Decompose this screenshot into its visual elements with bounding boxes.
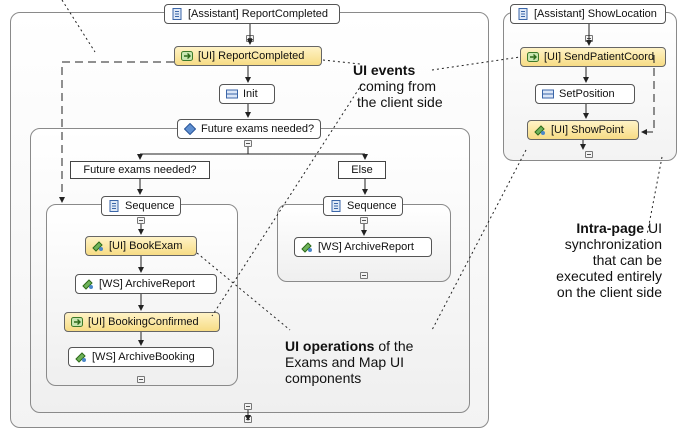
right-sequence-title: Sequence [347, 200, 397, 212]
dashed-link-lines [59, 55, 655, 203]
future-exams-decision-node[interactable]: Future exams needed? [177, 119, 321, 139]
intra-line: executed entirely [556, 268, 662, 284]
ws-operation-icon [301, 241, 313, 253]
intra-page-annotation: Intra-page UI synchronization that can b… [520, 220, 662, 300]
decision-diamond-icon [183, 122, 197, 136]
branch-else-label: Else [338, 161, 386, 179]
ui-show-point-label: [UI] ShowPoint [551, 124, 624, 136]
init-node[interactable]: Init [219, 84, 275, 104]
ws-archive-report-left-label: [WS] ArchiveReport [99, 278, 195, 290]
ui-operation-icon [534, 124, 546, 136]
assistant-show-location-label: [Assistant] ShowLocation [534, 8, 657, 20]
ui-ops-line: Exams and Map UI [285, 354, 405, 370]
ui-event-icon [71, 316, 83, 328]
left-sequence-header[interactable]: Sequence [101, 196, 181, 216]
ws-operation-icon [75, 351, 87, 363]
right-sequence-header[interactable]: Sequence [323, 196, 403, 216]
assistant-report-completed-node[interactable]: [Assistant] ReportCompleted [164, 4, 340, 24]
sequence-icon [108, 200, 120, 212]
ui-events-line: coming from [359, 78, 437, 94]
ui-operation-icon [92, 240, 104, 252]
ui-events-line: the client side [357, 94, 443, 110]
assign-icon [542, 88, 554, 100]
ws-archive-report-left-node[interactable]: [WS] ArchiveReport [75, 274, 217, 294]
ui-book-exam-node[interactable]: [UI] BookExam [85, 236, 197, 256]
ui-event-icon [181, 50, 193, 62]
intra-line: that can be [592, 252, 662, 268]
ui-send-patient-coord-node[interactable]: [UI] SendPatientCoord [520, 47, 666, 67]
sequence-icon [330, 200, 342, 212]
intra-bold: Intra-page [576, 220, 645, 236]
left-sequence-title: Sequence [125, 200, 175, 212]
ui-event-icon [527, 51, 539, 63]
assistant-show-location-node[interactable]: [Assistant] ShowLocation [510, 4, 666, 24]
future-exams-decision-label: Future exams needed? [201, 123, 315, 135]
ui-report-completed-label: [UI] ReportCompleted [198, 50, 305, 62]
collapse-toggle[interactable] [244, 403, 252, 410]
init-icon [226, 88, 238, 100]
collapse-toggle[interactable] [137, 376, 145, 383]
assistant-report-completed-label: [Assistant] ReportCompleted [188, 8, 329, 20]
intra-line: UI [644, 220, 662, 236]
collapse-toggle[interactable] [360, 217, 368, 224]
ui-ops-bold: UI operations [285, 338, 375, 354]
set-position-label: SetPosition [559, 88, 615, 100]
set-position-node[interactable]: SetPosition [535, 84, 635, 104]
ws-operation-icon [82, 278, 94, 290]
assistant-icon [171, 8, 183, 20]
init-label: Init [243, 88, 258, 100]
assistant-icon [517, 8, 529, 20]
collapse-toggle[interactable] [360, 272, 368, 279]
ui-events-bold: UI events [353, 62, 416, 78]
ws-archive-report-right-label: [WS] ArchiveReport [318, 241, 414, 253]
ws-archive-report-right-node[interactable]: [WS] ArchiveReport [294, 237, 432, 257]
ui-events-annotation: UI events coming from the client side [353, 62, 443, 110]
ui-send-patient-coord-label: [UI] SendPatientCoord [544, 51, 655, 63]
ui-booking-confirmed-node[interactable]: [UI] BookingConfirmed [64, 312, 220, 332]
dotted-annotation-lines [61, 0, 663, 331]
ui-show-point-node[interactable]: [UI] ShowPoint [527, 120, 639, 140]
collapse-toggle[interactable] [585, 151, 593, 158]
ws-archive-booking-node[interactable]: [WS] ArchiveBooking [68, 347, 214, 367]
ui-booking-confirmed-label: [UI] BookingConfirmed [88, 316, 199, 328]
intra-line: synchronization [564, 236, 662, 252]
collapse-toggle[interactable] [244, 140, 252, 147]
ui-book-exam-label: [UI] BookExam [109, 240, 183, 252]
collapse-toggle[interactable] [137, 217, 145, 224]
ui-ops-line: of the [374, 338, 414, 354]
ui-ops-line: components [285, 370, 362, 386]
ui-report-completed-node[interactable]: [UI] ReportCompleted [174, 46, 322, 66]
ws-archive-booking-label: [WS] ArchiveBooking [92, 351, 195, 363]
intra-line: on the client side [556, 284, 662, 300]
solid-flow-lines [137, 24, 592, 421]
branch-true-label: Future exams needed? [70, 161, 210, 179]
ui-operations-annotation: UI operations of the Exams and Map UI co… [285, 338, 413, 386]
